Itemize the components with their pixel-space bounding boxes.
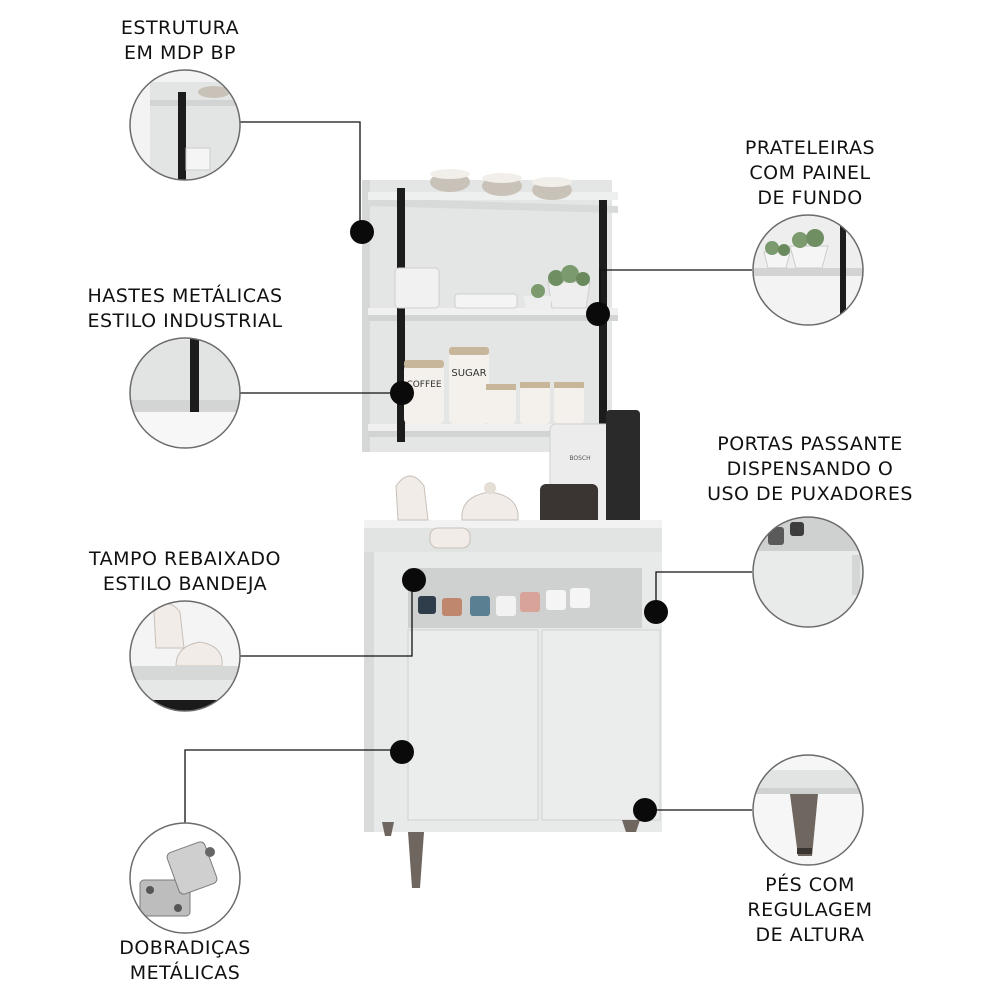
metal-rod-left bbox=[397, 188, 405, 442]
shelf-middle bbox=[368, 314, 618, 321]
label-prateleiras: PRATELEIRAS COM PAINEL DE FUNDO bbox=[744, 137, 876, 209]
sugar-canister-label: SUGAR bbox=[451, 368, 486, 379]
label-portas: PORTAS PASSANTE DISPENSANDO O USO DE PUX… bbox=[707, 433, 913, 505]
shelf-bottom bbox=[368, 430, 600, 437]
callout-dots bbox=[350, 220, 668, 822]
detail-circle-tampo bbox=[129, 600, 241, 712]
dot-tampo bbox=[402, 568, 426, 592]
upper-shelf-unit: COFFEE SUGAR bbox=[362, 169, 618, 452]
dot-dobradicas bbox=[390, 740, 414, 764]
door-left bbox=[407, 629, 539, 821]
detail-circle-prateleiras bbox=[752, 214, 864, 326]
shelf-top bbox=[368, 198, 618, 213]
label-dobradicas: DOBRADIÇAS METÁLICAS bbox=[119, 937, 251, 984]
detail-circle-portas bbox=[752, 516, 864, 628]
dot-estrutura bbox=[350, 220, 374, 244]
lower-cabinet bbox=[364, 475, 662, 888]
plates-and-plants bbox=[394, 265, 591, 310]
coffee-maker: BOSCH bbox=[540, 410, 640, 533]
leg-front-right bbox=[622, 820, 640, 832]
detail-circle-estrutura bbox=[129, 69, 241, 181]
tray-items bbox=[395, 475, 519, 549]
mugs bbox=[418, 588, 590, 616]
canisters: COFFEE SUGAR bbox=[404, 347, 584, 424]
leg-front-left bbox=[408, 832, 424, 888]
detail-circle-dobradicas bbox=[129, 822, 241, 934]
tray-top bbox=[364, 526, 662, 552]
dot-prateleiras bbox=[586, 302, 610, 326]
dot-hastes bbox=[390, 381, 414, 405]
detail-circle-pes bbox=[752, 754, 864, 866]
leg-back-left bbox=[382, 822, 394, 836]
label-estrutura: ESTRUTURA EM MDP BP bbox=[120, 17, 240, 64]
coffee-canister-label: COFFEE bbox=[406, 380, 441, 390]
detail-circle-hastes bbox=[129, 337, 241, 449]
label-tampo: TAMPO REBAIXADO ESTILO BANDEJA bbox=[89, 548, 281, 595]
teacups-top bbox=[430, 169, 572, 200]
door-right bbox=[541, 629, 661, 821]
label-pes: PÉS COM REGULAGEM DE ALTURA bbox=[747, 874, 873, 946]
label-hastes: HASTES METÁLICAS ESTILO INDUSTRIAL bbox=[87, 285, 283, 332]
coffee-maker-brand: BOSCH bbox=[569, 455, 590, 462]
dot-portas bbox=[644, 600, 668, 624]
dot-pes bbox=[633, 798, 657, 822]
callout-lines bbox=[184, 121, 752, 823]
